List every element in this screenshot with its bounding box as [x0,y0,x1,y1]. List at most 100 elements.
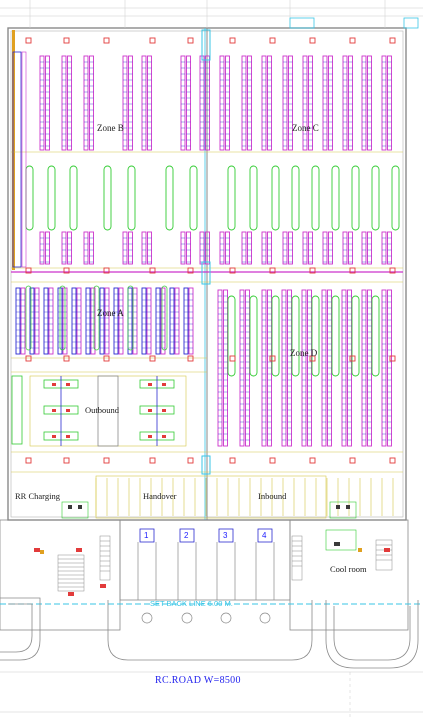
zone-b-racks [39,55,210,265]
rack [169,287,175,355]
zone-d-label: Zone D [290,348,318,358]
zone-d-racks [217,289,392,447]
rack [99,287,105,355]
column [389,37,396,44]
dock-number-3: 3 [223,531,228,540]
column [229,355,236,362]
dock-number-4: 4 [262,531,267,540]
aisle-loops [25,165,400,377]
rack [328,231,333,265]
column [63,37,70,44]
rack [89,55,94,151]
aisle-loop [25,285,32,351]
aisle-loop [47,165,56,231]
rack [188,287,194,355]
rack [61,231,67,265]
aisle-loop [351,165,360,231]
dock-number-1: 1 [144,531,149,540]
rack [61,55,67,151]
rack [361,55,367,151]
column [309,355,316,362]
rack [267,231,272,265]
rack [288,55,293,151]
rack [113,287,119,355]
rack [45,55,50,151]
aisle-loop [227,295,236,377]
rack [83,231,89,265]
rack [219,231,225,265]
rack [39,231,45,265]
rack [241,55,247,151]
rack [180,231,186,265]
aisle-loop [227,165,236,231]
aisle-loop [59,285,66,351]
column [63,457,70,464]
rack [67,231,72,265]
rack [147,55,152,151]
rack [29,287,35,355]
structural-columns [25,37,396,464]
rack [219,55,225,151]
column [389,267,396,274]
rack [160,287,166,355]
column [187,457,194,464]
rack [85,287,91,355]
rack [122,55,128,151]
column [309,37,316,44]
column [25,37,32,44]
aisle-loop [271,295,280,377]
rack [174,287,180,355]
aisle-loop [331,165,340,231]
building-walls [0,0,423,521]
rr-charging-label: RR Charging [15,491,60,501]
rack [342,231,348,265]
aisle-loop [249,295,258,377]
rack [199,231,205,265]
rack [381,55,387,151]
column [149,355,156,362]
aisle-loop [291,295,300,377]
rack [267,55,272,151]
aisle-loop [331,295,340,377]
rack [308,231,313,265]
rack [367,55,372,151]
rack [127,287,133,355]
column [63,267,70,274]
rack [141,287,147,355]
rack [261,55,267,151]
rack [282,55,288,151]
column [187,37,194,44]
column [187,355,194,362]
column [269,267,276,274]
rack [15,287,21,355]
zone-c-racks [219,55,392,265]
dock-number-2: 2 [184,531,189,540]
aisle-loop [189,165,198,231]
rack [45,231,50,265]
rack [282,231,288,265]
aisle-loop [103,165,112,231]
rack [20,287,26,355]
column [269,457,276,464]
column [309,457,316,464]
column [229,267,236,274]
column [229,37,236,44]
rack [128,231,133,265]
rack [241,231,247,265]
staging-area [95,475,327,519]
rack [76,287,82,355]
rack [361,231,367,265]
rack [322,231,328,265]
rack [247,231,252,265]
rack [118,287,124,355]
zone-a-label: Zone A [97,308,124,318]
rack [146,287,152,355]
rack [180,55,186,151]
outbound-label: Outbound [85,405,119,415]
rack [89,231,94,265]
staging-lanes [95,475,394,519]
column [269,37,276,44]
column [25,355,32,362]
column [63,355,70,362]
rack [71,287,77,355]
